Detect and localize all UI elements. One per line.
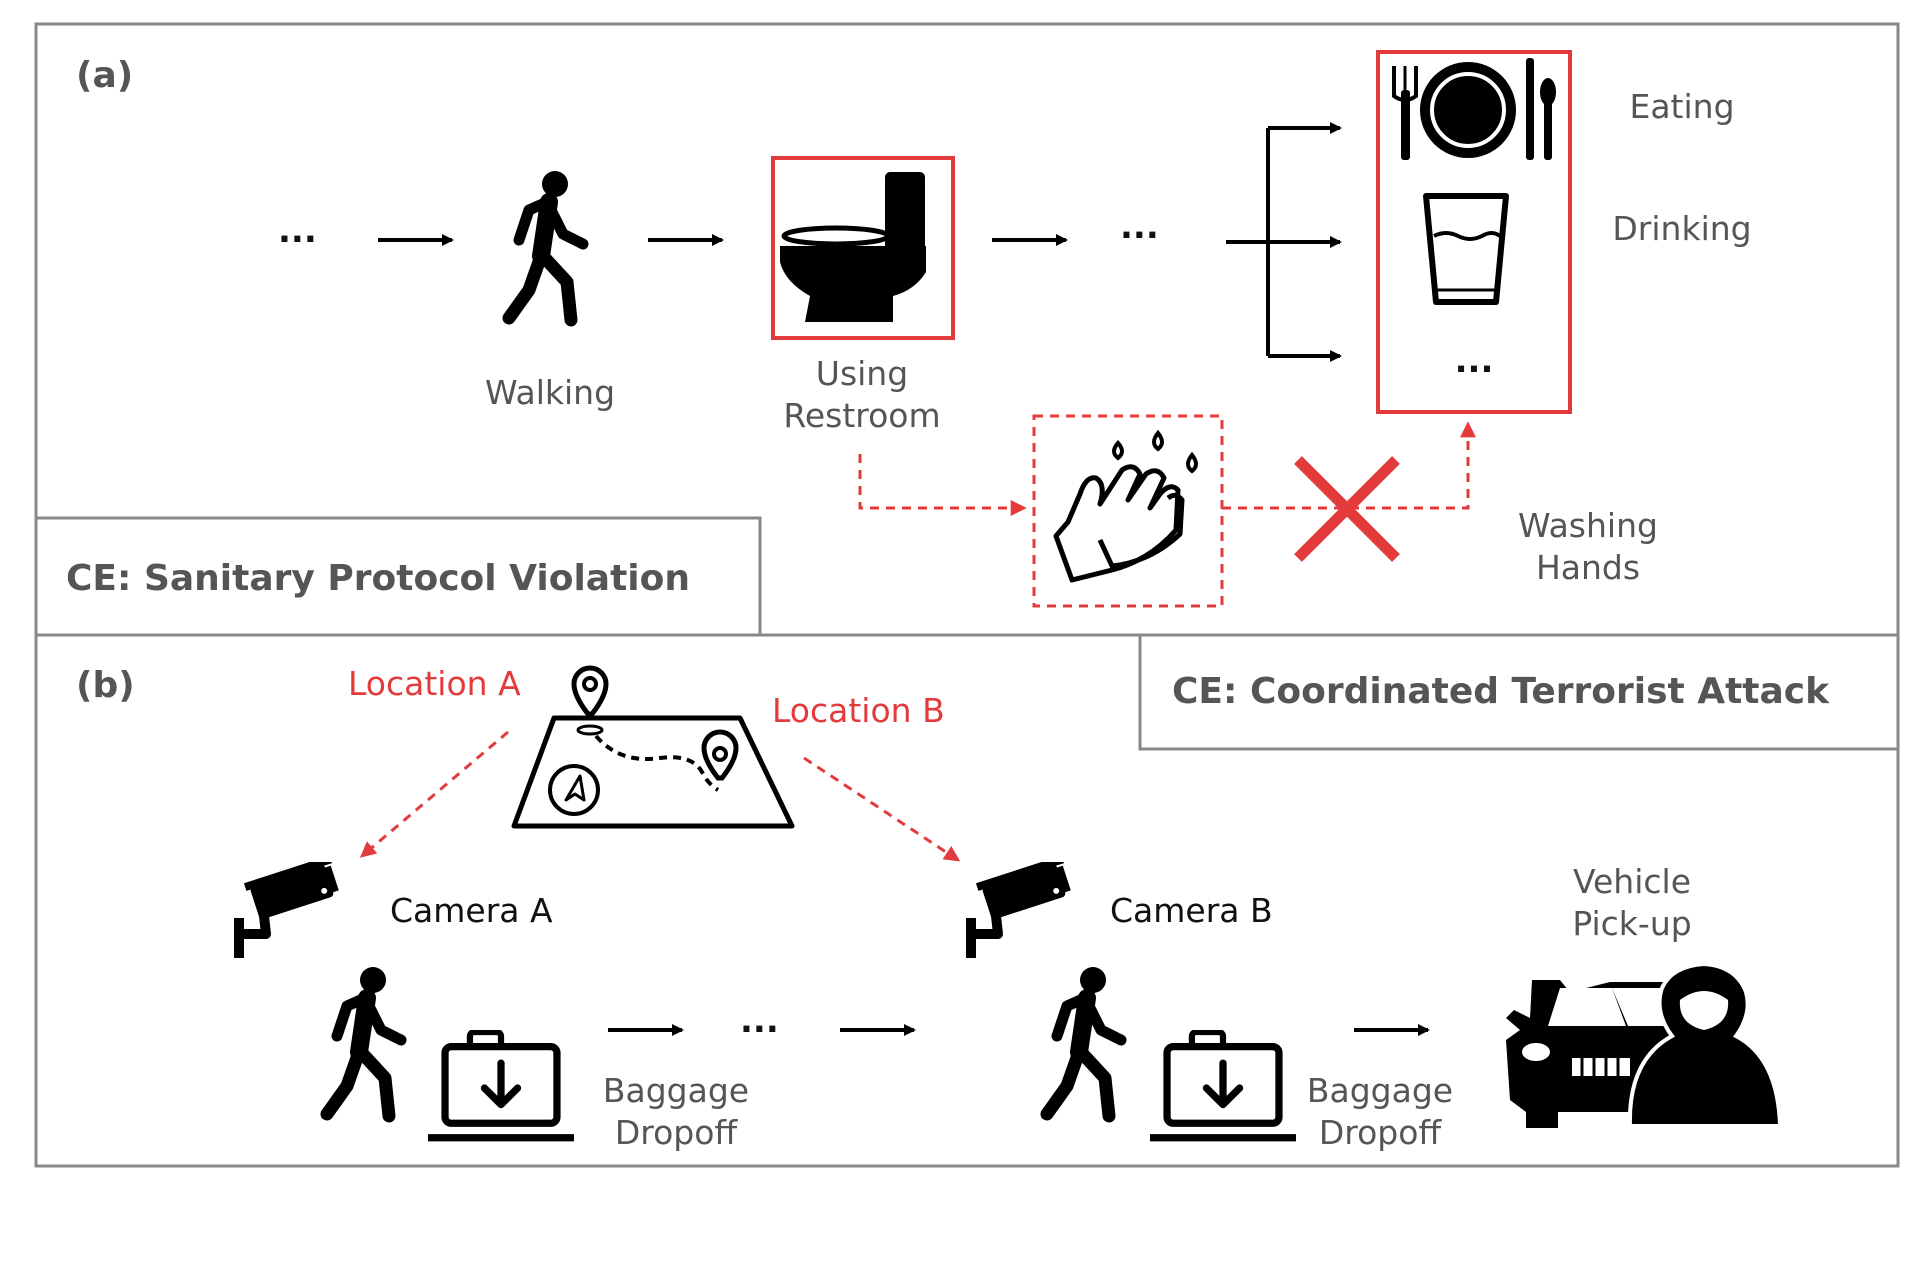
washing-hands-icon (1053, 429, 1198, 583)
restroom-label-line1: Using (816, 354, 908, 393)
vehicle-label-line2: Pick-up (1572, 904, 1691, 943)
washing-label-line2: Hands (1536, 548, 1640, 587)
baggage-a-icon (428, 1032, 573, 1138)
dashed-arrow-to-washing (858, 454, 1027, 516)
eating-label: Eating (1629, 87, 1734, 126)
baggage-b-label-line1: Baggage (1307, 1071, 1453, 1110)
toilet-icon (780, 172, 926, 322)
panel-b-tag: (b) (76, 665, 135, 706)
restroom-highlight-box (771, 156, 955, 340)
vehicle-label-line1: Vehicle (1573, 862, 1691, 901)
baggage-a-label-line2: Dropoff (615, 1113, 739, 1152)
dashed-arrow-to-outcomes (1222, 421, 1476, 510)
plate-cutlery-icon (1392, 58, 1556, 160)
drinking-label: Drinking (1612, 209, 1751, 248)
camera-b-icon (966, 855, 1074, 958)
baggage-a-label-line1: Baggage (603, 1071, 749, 1110)
person-a-walking-icon (327, 967, 401, 1116)
branch-arrows (1226, 122, 1342, 362)
washing-hands-dashed-box (1032, 414, 1224, 608)
water-glass-icon (1423, 193, 1509, 305)
map-icon (511, 665, 795, 829)
outcomes-highlight-box (1376, 50, 1572, 414)
panel-b-frame (34, 633, 1900, 1168)
panel-a-tag: (a) (76, 55, 133, 96)
baggage-b-icon (1150, 1032, 1295, 1138)
restroom-label-line2: Restroom (783, 396, 940, 435)
person-b-walking-icon (1047, 967, 1121, 1116)
panel-b-ce-label: CE: Coordinated Terrorist Attack (1172, 671, 1830, 712)
camera-b-label: Camera B (1110, 891, 1273, 930)
camera-a-label: Camera A (390, 891, 553, 930)
hooded-person-icon (1627, 961, 1783, 1128)
panel-a-ce-label: CE: Sanitary Protocol Violation (66, 558, 690, 599)
dashed-arrow-to-camera-b (803, 756, 961, 862)
washing-label-line1: Washing (1518, 506, 1658, 545)
ellipsis-box: ... (1455, 341, 1494, 381)
cross-mark-icon (1294, 456, 1400, 562)
ellipsis-start: ... (278, 211, 317, 251)
baggage-b-label-line2: Dropoff (1319, 1113, 1443, 1152)
walking-label: Walking (485, 373, 615, 412)
ellipsis-mid: ... (1120, 207, 1159, 247)
dashed-arrow-to-camera-a (359, 730, 509, 858)
panel-b-ce-box (1138, 633, 1900, 751)
ellipsis-b: ... (740, 1001, 779, 1041)
walking-person-icon (509, 171, 583, 320)
location-a-label: Location A (348, 664, 521, 703)
location-b-label: Location B (772, 691, 945, 730)
camera-a-icon (234, 855, 342, 958)
